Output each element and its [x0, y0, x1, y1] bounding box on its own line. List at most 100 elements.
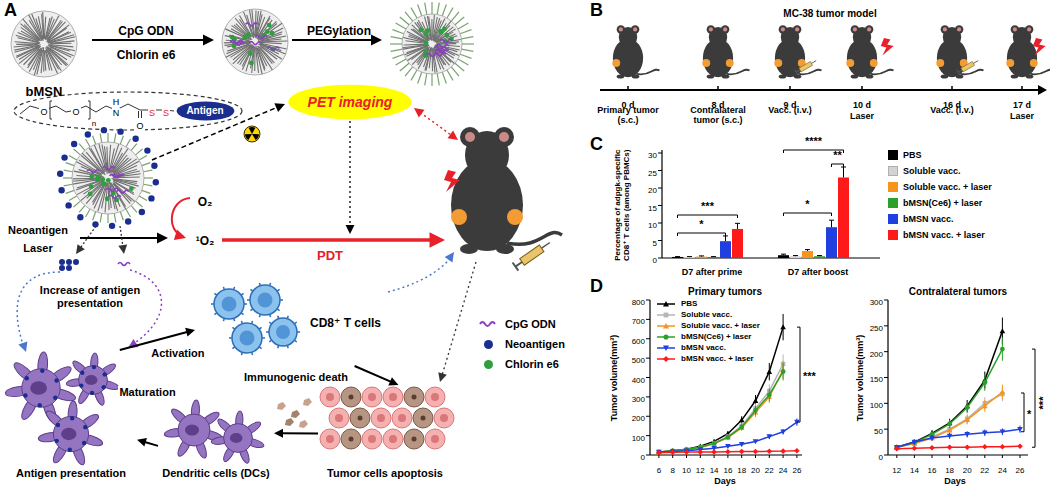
data-marker — [947, 422, 952, 427]
axis-tick — [646, 455, 650, 456]
nanoparticle-core — [222, 9, 288, 75]
growth-curve — [897, 392, 1003, 447]
mesopore-channel — [256, 46, 262, 74]
apoptotic-cell — [341, 429, 361, 449]
mesopore-channel — [434, 23, 446, 40]
apc-illustration — [5, 350, 137, 482]
timeline-tick — [717, 86, 719, 90]
imaging-ellipse: PET imaging — [287, 84, 413, 120]
axis-title-holder: Tumor volume(mm³) — [849, 335, 867, 421]
tumor-targeting-arrow-head — [438, 372, 447, 382]
chemical-atom: N — [112, 108, 121, 118]
timeline-day-holder: 17 d — [1013, 94, 1031, 112]
growth-curve — [659, 370, 783, 452]
mouse-foot — [460, 244, 478, 254]
presented-antigen — [92, 365, 96, 369]
data-marker — [982, 403, 988, 408]
cpg-odn-strand — [87, 170, 99, 173]
axis-tick-label-holder: 0 — [641, 446, 645, 464]
syringe-plunger — [957, 70, 960, 75]
legend-text: Soluble vacc. — [903, 166, 961, 176]
edge-label-holder: Maturation — [118, 382, 176, 400]
peg-chain — [411, 8, 417, 18]
data-marker — [726, 434, 730, 438]
legend-text: Chlorin e6 — [505, 358, 559, 371]
data-bar — [778, 255, 789, 258]
tumor-cell — [320, 387, 340, 407]
presented-antigen — [102, 372, 106, 376]
step-label-holder: Chlorin e6 — [117, 45, 176, 63]
axis-tick-label-holder: 200 — [870, 343, 883, 361]
mesopore-channel — [256, 47, 259, 73]
tumor-cell — [362, 387, 382, 407]
peg-chain — [63, 177, 72, 178]
legend-text: CpG ODN — [505, 318, 556, 331]
data-bar — [838, 178, 849, 259]
chlorin-e6-dot — [95, 177, 100, 182]
neoantigen-dot — [71, 141, 77, 147]
axis-tick — [932, 455, 933, 458]
chemical-atom-holder: n — [91, 112, 97, 130]
significance-bracket — [797, 327, 800, 422]
significance-mark: * — [1027, 408, 1031, 421]
axis-tick-label-holder: 12 — [892, 459, 901, 477]
peg-chain — [66, 163, 74, 166]
legend-sample — [656, 320, 676, 332]
cpg-odn-strand — [267, 47, 279, 50]
molecule-label: ¹O₂ — [195, 235, 216, 249]
axis-tick-label-holder: 18 — [945, 459, 954, 477]
data-marker — [753, 449, 759, 455]
peg-chain — [64, 184, 73, 186]
cpg-odn-strand — [112, 175, 124, 178]
data-marker — [725, 449, 731, 455]
tcell-nucleus — [258, 293, 273, 308]
cell-nucleus — [326, 393, 334, 401]
mesopore-channel — [429, 16, 432, 40]
cell-nucleus — [389, 435, 397, 443]
mesopore-channel — [437, 39, 461, 43]
axis-tick-label-holder: 0 — [879, 446, 883, 464]
edge-label: Maturation — [118, 386, 176, 399]
connector-arrowhead — [185, 328, 195, 337]
presented-antigen — [56, 423, 60, 427]
axis-tick — [884, 325, 888, 326]
data-marker — [753, 408, 758, 413]
significance-mark: * — [805, 198, 809, 211]
tumor-spot — [1030, 59, 1038, 67]
tumor-spot — [507, 209, 523, 225]
axis-tick-label-holder: 300 — [632, 388, 645, 406]
axis-title: Tumor volume(mm³) — [609, 335, 619, 421]
mouse-foot — [866, 74, 874, 78]
molecule-label: O₂ — [197, 196, 214, 210]
cell-debris — [303, 398, 312, 406]
pet-feedback-arrow-head — [448, 131, 458, 140]
mesopore-channel — [44, 50, 45, 70]
legend-entry: bMSN(Ce6) + laser — [888, 198, 982, 208]
peg-chain — [143, 184, 152, 186]
legend-entry: bMSN(Ce6) + laser — [656, 331, 751, 343]
axis-tick-label-holder: 14 — [910, 459, 919, 477]
mouse-tail — [870, 70, 893, 75]
syringe-plunger — [796, 70, 800, 72]
growth-curve — [897, 331, 1003, 447]
mouse-tail — [636, 70, 659, 75]
peg-chain — [460, 54, 471, 58]
neoantigen-dot — [151, 163, 157, 169]
category-label: D7 after boost — [788, 267, 849, 277]
chlorin-e6-dot — [129, 186, 134, 191]
axis-tick-label: 20 — [963, 466, 972, 475]
radiation-symbol — [244, 126, 260, 142]
mouse-head — [853, 27, 871, 47]
mouse-inner-ear — [1027, 27, 1031, 31]
oxygen-conversion-arrow — [172, 198, 190, 237]
data-marker — [663, 301, 669, 306]
tumor-cell — [329, 408, 349, 428]
axis-tick-label-holder: 10 — [648, 214, 657, 232]
tcell-body — [214, 289, 244, 319]
edge-label-holder: Immunogenic death — [243, 367, 349, 385]
axis-line — [888, 454, 1028, 455]
legend-entry: PBS — [888, 150, 922, 160]
treatment-label: Laser — [23, 242, 52, 255]
chlorin-e6-dot — [101, 181, 106, 186]
legend-swatch — [484, 360, 493, 369]
